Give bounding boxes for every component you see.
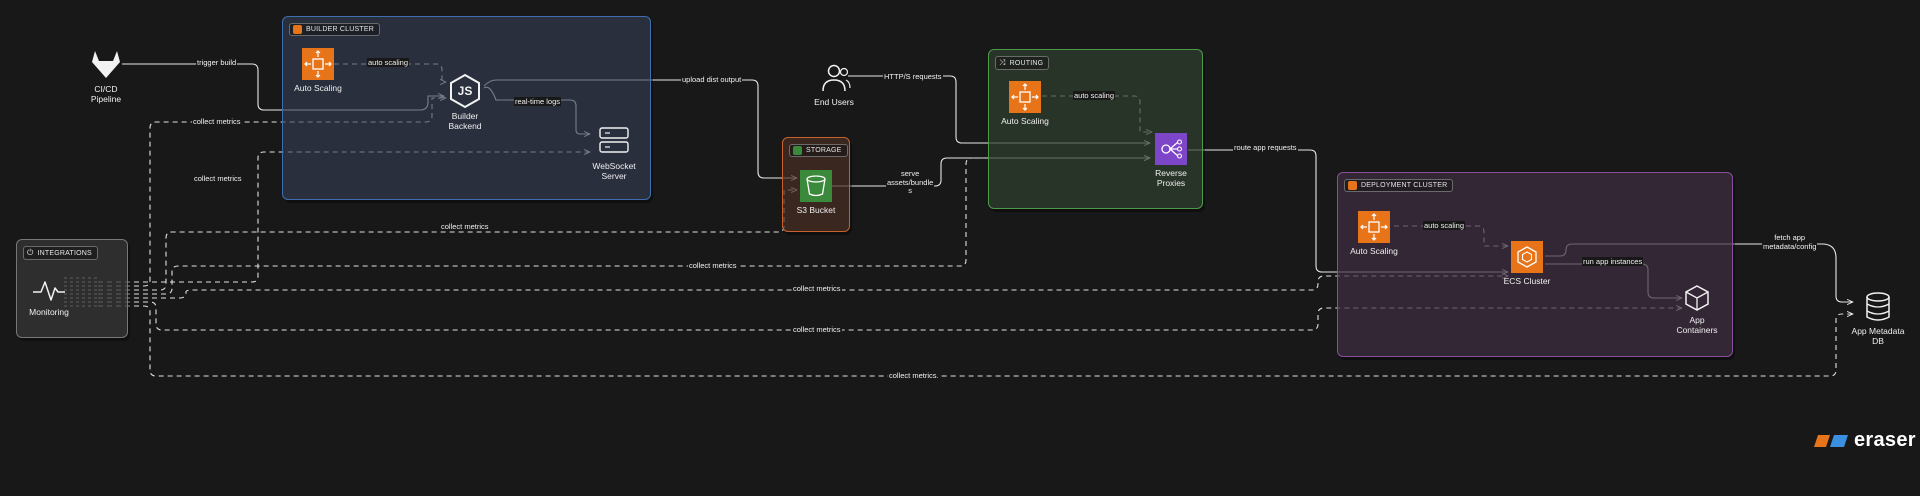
group-routing[interactable]: ⤨ ROUTING [988,49,1203,209]
edge-label-http-requests: HTTP/S requests [883,72,943,81]
node-label-app-metadata-db: App Metadata DB [1851,326,1905,346]
node-label-builder-autoscaling: Auto Scaling [294,83,342,93]
edge-label-run-app-instances: run app instances [1582,257,1644,266]
node-label-builder-backend: Builder Backend [448,111,482,131]
group-integrations[interactable]: ⏻ INTEGRATIONS [16,239,128,338]
node-label-deploy-autoscaling: Auto Scaling [1350,246,1398,256]
shuffle-icon: ⤨ [999,58,1006,67]
users-icon [822,64,851,92]
edge-label-upload-dist: upload dist output [681,75,743,84]
brand-name: eraser [1854,429,1916,451]
edge-route-app-requests [1188,149,1508,272]
group-deployment-cluster[interactable]: DEPLOYMENT CLUSTER [1337,172,1733,357]
gitlab-icon [92,51,120,78]
edge-label-collect-metrics-5: collect metrics [792,284,842,293]
node-label-s3: S3 Bucket [796,205,836,215]
group-label-routing: ROUTING [1009,59,1044,67]
group-tag-routing: ⤨ ROUTING [995,56,1050,70]
load-balancer-icon [1155,133,1187,165]
group-label-storage: STORAGE [806,147,842,154]
edge-label-auto-scaling-builder: auto scaling [367,58,410,67]
database-icon [1866,292,1890,321]
svg-text:JS: JS [458,84,473,98]
node-label-app-containers: App Containers [1676,315,1718,335]
group-tag-builder-cluster: BUILDER CLUSTER [289,23,380,36]
edge-label-real-time-logs: real-time logs [514,97,562,106]
edge-http-requests [848,75,1150,143]
eraser-logo-icon [1814,434,1848,447]
group-tag-deployment-cluster: DEPLOYMENT CLUSTER [1344,179,1454,192]
auto-scaling-icon [1358,211,1390,243]
edge-collect-metrics-2 [98,152,590,283]
node-label-websocket: WebSocket Server [592,161,636,181]
edge-label-collect-metrics-7: collect metrics. [888,371,940,380]
auto-scaling-icon [1009,81,1041,113]
edge-label-collect-metrics-4: collect metrics [688,261,738,270]
edge-label-collect-metrics-2: collect metrics [193,174,243,183]
edge-label-route-app-requests: route app requests [1233,143,1298,152]
group-label-builder-cluster: BUILDER CLUSTER [306,26,374,33]
node-label-monitoring: Monitoring [29,307,69,317]
group-tag-storage: STORAGE [789,144,848,157]
edge-serve-assets [832,158,1150,187]
ecs-icon [1511,241,1543,273]
eraser-logo: eraser [1814,429,1916,452]
aws-group-icon [1348,181,1357,190]
edge-collect-metrics-6 [98,301,1682,331]
box-icon [1685,285,1709,311]
edge-label-collect-metrics-3: collect metrics [440,222,490,231]
plug-icon: ⏻ [27,248,34,257]
edge-collect-metrics-5 [98,276,1508,299]
node-label-end-users: End Users [814,97,854,107]
node-label-cicd: CI/CD Pipeline [90,84,122,104]
edge-label-serve-assets: serve assets/bundle s [886,169,935,196]
group-tag-integrations: ⏻ INTEGRATIONS [23,246,98,260]
group-label-deployment-cluster: DEPLOYMENT CLUSTER [1361,182,1448,189]
aws-storage-icon [793,146,802,155]
edge-label-collect-metrics-6: collect metrics [792,325,842,334]
edge-label-trigger-build: trigger build [196,58,238,67]
edge-label-auto-scaling-routing: auto scaling [1073,91,1116,100]
edge-collect-metrics-3 [98,190,797,291]
s3-bucket-icon [800,170,832,202]
edge-label-auto-scaling-deploy: auto scaling [1423,221,1466,230]
edge-label-collect-metrics-1: collect metrics [192,117,242,126]
node-label-reverse-proxies: Reverse Proxies [1155,168,1187,188]
group-label-integrations: INTEGRATIONS [37,249,92,257]
edge-collect-metrics-4 [98,158,1150,295]
server-icon [599,127,629,153]
node-label-routing-autoscaling: Auto Scaling [1001,116,1049,126]
pulse-icon [33,281,65,301]
node-label-ecs: ECS Cluster [1503,276,1551,286]
nodejs-icon: JS [450,73,480,109]
auto-scaling-icon [302,48,334,80]
aws-group-icon [293,25,302,34]
group-builder-cluster[interactable]: BUILDER CLUSTER [282,16,651,200]
edge-label-fetch-metadata: fetch app metadata/config [1762,233,1818,251]
